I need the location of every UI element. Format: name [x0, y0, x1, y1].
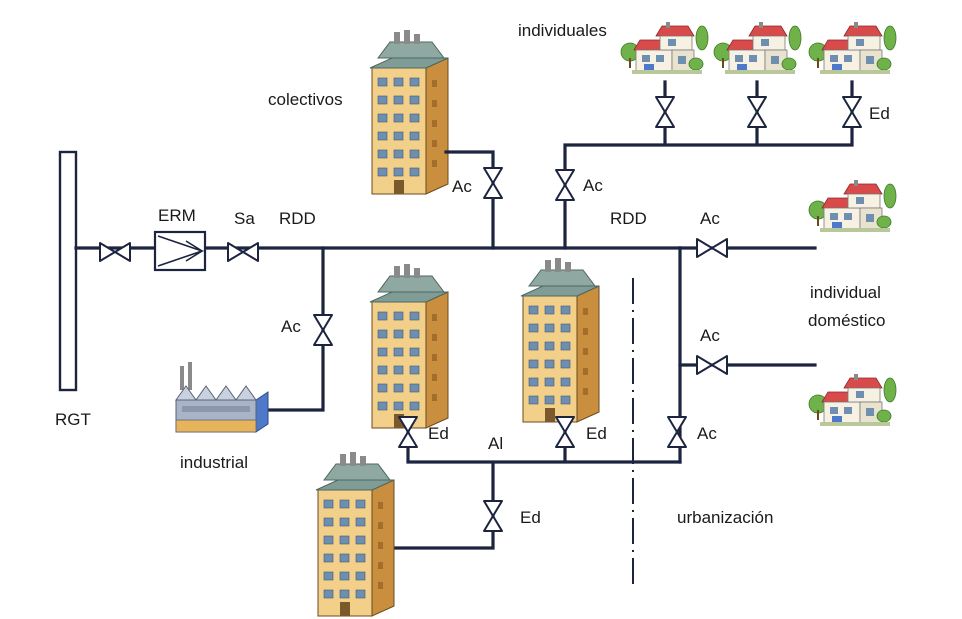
individuales-valve-1: [655, 96, 675, 128]
domestico-top-ac-valve: [696, 238, 728, 258]
rgt-label: RGT: [55, 410, 91, 429]
rdd-left-label: RDD: [279, 209, 316, 228]
domestico-mid-ac-valve: [696, 355, 728, 375]
urbanizacion-label: urbanización: [677, 508, 773, 527]
individuales-ed-label: Ed: [869, 104, 890, 123]
domestico-house-bottom: [808, 373, 897, 427]
urbanizacion-building-left: [369, 263, 449, 429]
industrial-ac-label: Ac: [281, 317, 301, 336]
individual-house-2: [713, 21, 802, 75]
building-bottom-ed-label: Ed: [520, 508, 541, 527]
individual-domestico-label-2: doméstico: [808, 311, 885, 330]
erm-label: ERM: [158, 206, 196, 225]
colectivos-ac-valve: [483, 167, 503, 199]
industrial-factory: [175, 362, 269, 433]
individuales-ac-valve: [555, 169, 575, 201]
building-right-ed-label: Ed: [586, 424, 607, 443]
individual-house-3: [808, 21, 897, 75]
urbanizacion-building-bottom: [315, 451, 395, 617]
individuales-ed-valve: [842, 96, 862, 128]
colectivos-label: colectivos: [268, 90, 343, 109]
colectivos-ac-label: Ac: [452, 177, 472, 196]
building-left-ed-label: Ed: [428, 424, 449, 443]
rgt-main-pipe: [58, 150, 78, 392]
domestico-top-ac-label: Ac: [700, 209, 720, 228]
colectivos-building: [369, 29, 449, 195]
domestico-mid-ac-label: Ac: [700, 326, 720, 345]
building-left-ed-valve: [398, 416, 418, 448]
sa-valve: [227, 242, 259, 262]
rdd-right-label: RDD: [610, 209, 647, 228]
domestico-house-top: [808, 179, 897, 233]
individual-house-1: [620, 21, 709, 75]
al-label: Al: [488, 434, 503, 453]
industrial-ac-valve: [313, 314, 333, 346]
urbanizacion-ac-valve: [667, 416, 687, 448]
sa-label: Sa: [234, 209, 255, 228]
colectivos-branch-pipe: [444, 150, 495, 250]
urbanizacion-ac-label: Ac: [697, 424, 717, 443]
building-bottom-ed-valve: [483, 500, 503, 532]
inlet-valve: [99, 242, 131, 262]
building-right-ed-valve: [555, 416, 575, 448]
industrial-branch-pipe: [266, 246, 325, 412]
individuales-ac-label: Ac: [583, 176, 603, 195]
urbanizacion-building-right: [520, 257, 600, 423]
erm-symbol: [157, 235, 205, 267]
individuales-label: individuales: [518, 21, 607, 40]
individual-domestico-label-1: individual: [810, 283, 881, 302]
individuales-valve-2: [747, 96, 767, 128]
industrial-label: industrial: [180, 453, 248, 472]
